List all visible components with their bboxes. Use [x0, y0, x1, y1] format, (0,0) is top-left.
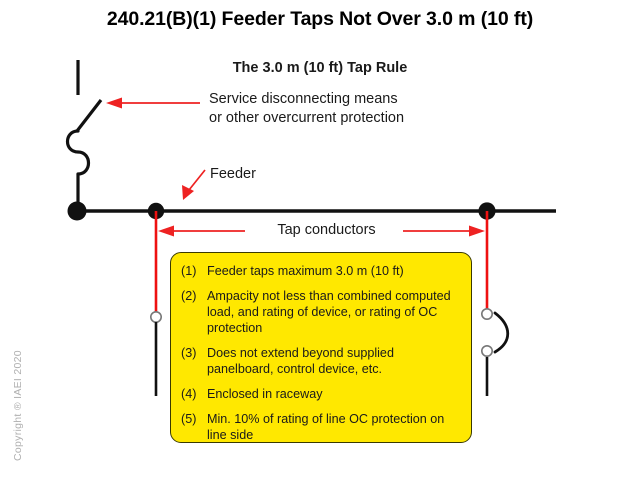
label-service-disconnecting-means: Service disconnecting means or other ove…	[209, 91, 405, 127]
rule-text: Ampacity not less than combined computed…	[207, 288, 451, 335]
service-disconnect-arrow	[106, 97, 200, 109]
circuit-breaker-symbol	[65, 60, 103, 210]
right-lower-terminal-icon	[480, 344, 493, 357]
rule-number: (3)	[181, 345, 197, 360]
rule-item: (2) Ampacity not less than combined comp…	[181, 289, 461, 337]
tap-conductors-dimension-arrow	[158, 225, 485, 237]
rule-text: Min. 10% of rating of line OC protection…	[207, 411, 445, 442]
tap-conductor-right	[480, 211, 510, 396]
rule-number: (1)	[181, 264, 197, 278]
rule-text: Enclosed in raceway	[207, 386, 323, 401]
rule-item: (1) Feeder taps maximum 3.0 m (10 ft)	[181, 264, 461, 280]
right-upper-terminal-icon	[480, 307, 493, 320]
rule-text: Does not extend beyond supplied panelboa…	[207, 345, 394, 376]
rule-number: (2)	[181, 288, 197, 303]
feeder-arrow	[182, 169, 206, 200]
fused-disconnect-arc-icon	[493, 311, 510, 354]
rule-item: (4) Enclosed in raceway	[181, 387, 461, 403]
node-breaker-junction	[67, 201, 87, 221]
feeder-arrow-head-icon	[182, 185, 194, 200]
tap-arrow-head-left-icon	[158, 225, 174, 237]
rule-number: (5)	[181, 411, 197, 426]
rule-item: (3) Does not extend beyond supplied pane…	[181, 346, 461, 378]
label-tap-conductors: Tap conductors	[250, 222, 403, 238]
rule-text: Feeder taps maximum 3.0 m (10 ft)	[207, 264, 404, 278]
rule-item: (5) Min. 10% of rating of line OC protec…	[181, 412, 461, 444]
left-tap-terminal-icon	[150, 310, 163, 323]
breaker-thermal-element-icon	[65, 129, 91, 176]
rule-number: (4)	[181, 386, 197, 401]
tap-conductor-left	[150, 211, 163, 396]
subtitle: The 3.0 m (10 ft) Tap Rule	[232, 60, 408, 76]
breaker-switch-blade	[75, 99, 103, 132]
page-title: 240.21(B)(1) Feeder Taps Not Over 3.0 m …	[106, 8, 534, 30]
copyright-notice: Copyright ® IAEI 2020	[12, 350, 24, 461]
tap-arrow-head-right-icon	[469, 225, 485, 237]
label-feeder: Feeder	[210, 166, 256, 182]
tap-rules-box: (1) Feeder taps maximum 3.0 m (10 ft) (2…	[170, 252, 472, 443]
feeder-arrow-shaft	[188, 169, 206, 191]
service-arrow-head-icon	[106, 97, 122, 109]
